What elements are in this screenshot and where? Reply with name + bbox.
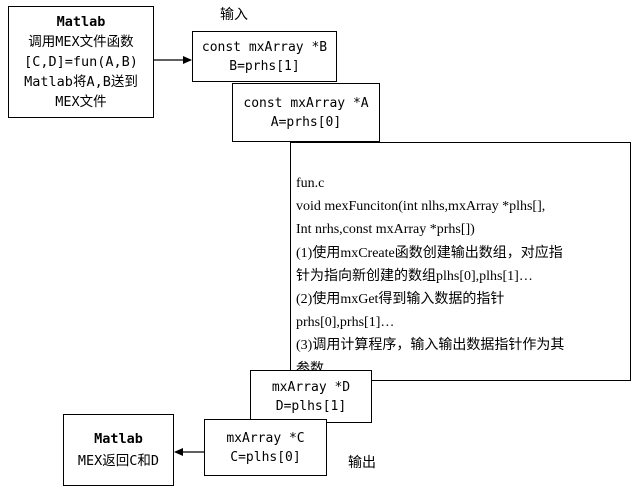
matlab-caller-line-2: 调用MEX文件函数 <box>28 34 134 50</box>
fun-c-line-2: void mexFunciton(int nlhs,mxArray *plhs[… <box>296 199 546 215</box>
fun-c-line-3: Int nrhs,const mxArray *prhs[]) <box>296 222 475 238</box>
fun-c-line-6: (2)使用mxGet得到输入数据的指针 <box>296 292 505 308</box>
matlab-return-line-2: MEX返回C和D <box>77 453 160 469</box>
matlab-caller-title: Matlab <box>56 14 106 30</box>
box-c-line-1: mxArray *C <box>226 430 305 446</box>
output-label: 输出 <box>348 455 376 471</box>
matlab-return-box: Matlab MEX返回C和D <box>63 414 174 486</box>
box-d: mxArray *D D=plhs[1] <box>250 370 372 423</box>
box-d-line-1: mxArray *D <box>271 379 351 395</box>
box-a-line-2: A=prhs[0] <box>270 114 342 130</box>
matlab-return-title: Matlab <box>94 431 143 447</box>
fun-c-line-1: fun.c <box>296 176 325 191</box>
matlab-caller-line-4: Matlab将A,B送到 <box>24 74 138 90</box>
fun-c-line-4: (1)使用mxCreate函数创建输出数组，对应指 <box>296 245 563 261</box>
fun-c-line-5: 针为指向新创建的数组plhs[0],plhs[1]… <box>296 268 533 284</box>
fun-c-line-8: (3)调用计算程序，输入输出数据指针作为其 <box>296 338 565 354</box>
box-c: mxArray *C C=plhs[0] <box>204 419 327 476</box>
matlab-caller-line-5: MEX文件 <box>55 94 107 110</box>
matlab-caller-line-3: [C,D]=fun(A,B) <box>24 54 138 70</box>
box-d-line-2: D=plhs[1] <box>275 398 347 414</box>
box-b-line-1: const mxArray *B <box>201 39 328 55</box>
input-label: 输入 <box>220 7 248 23</box>
box-b-line-2: B=prhs[1] <box>229 58 300 74</box>
fun-c-box <box>290 142 631 381</box>
fun-c-text: fun.c void mexFunciton(int nlhs,mxArray … <box>296 172 628 381</box>
box-a: const mxArray *A A=prhs[0] <box>232 83 380 142</box>
matlab-caller-box: Matlab 调用MEX文件函数 [C,D]=fun(A,B) Matlab将A… <box>8 6 154 118</box>
box-b: const mxArray *B B=prhs[1] <box>192 31 337 82</box>
box-c-line-2: C=plhs[0] <box>230 449 301 465</box>
box-a-line-1: const mxArray *A <box>243 95 369 111</box>
fun-c-line-7: prhs[0],prhs[1]… <box>296 315 395 331</box>
